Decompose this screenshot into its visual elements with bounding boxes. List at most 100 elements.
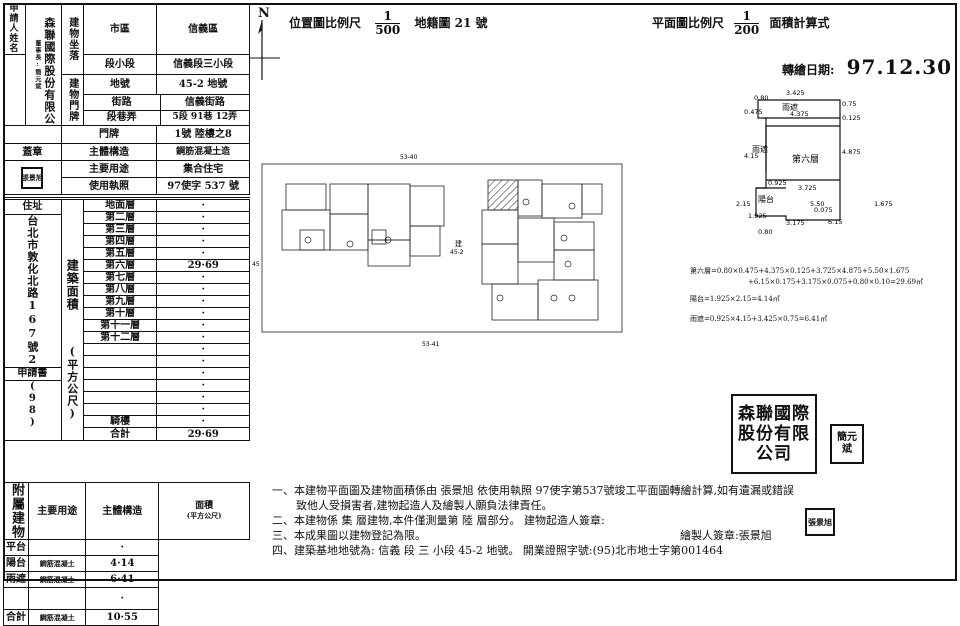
location-scale-num: 1 xyxy=(375,10,401,24)
calc-sixth-label: 第六層 xyxy=(690,267,711,275)
floor-name: 第六層 xyxy=(82,259,158,272)
floor-name: 第四層 xyxy=(82,235,158,248)
structure-value: 鋼筋混凝土造 xyxy=(156,143,250,161)
date-value: 97.12.30 xyxy=(846,55,953,79)
annex-usage-label: 主要用途 xyxy=(27,482,87,540)
total-label: 合計 xyxy=(82,427,158,441)
blank-floor-area: · xyxy=(156,355,250,368)
cadastral-label: 地籍圖 21 號 xyxy=(414,16,488,30)
blank-floor-name xyxy=(82,403,158,416)
usage-label: 主要用途 xyxy=(60,160,158,178)
floor-area: · xyxy=(156,319,250,332)
floor-name: 第十一層 xyxy=(82,319,158,332)
dim-inner-lower: 3.725 xyxy=(798,184,817,192)
blank-floor-name xyxy=(82,367,158,380)
floor-area: · xyxy=(156,211,250,224)
drafter-seal: 張景旭 xyxy=(805,508,835,536)
doorplate-label: 建物門牌 xyxy=(60,74,84,126)
location-label: 建物坐落 xyxy=(60,3,84,75)
application-label: 申請書 xyxy=(4,369,61,381)
north-arrow: N xyxy=(250,6,280,80)
calc-balcony: 陽台=1.925×2.15=4.14㎡ xyxy=(690,294,780,304)
note-line-1b: 致他人受損害者,建物起造人及繪製人願負法律責任。 xyxy=(296,499,553,512)
floor-area: · xyxy=(156,271,250,284)
area-label-cell: 建築面積(平方公尺) xyxy=(60,199,84,441)
blank-floor-name xyxy=(82,391,158,404)
drafter-seal-text: 張景旭 xyxy=(808,516,832,527)
applicant-label-spacer xyxy=(3,54,26,126)
application-no: (98) 信義建字第 40 號 xyxy=(27,381,38,440)
calc-balcony-label: 陽台 xyxy=(690,295,704,303)
area-label: 建築面積 xyxy=(65,259,80,311)
blank-floor-name xyxy=(82,379,158,392)
rep-seal: 簡元斌 xyxy=(830,424,864,464)
annex-structure: 鋼筋混凝土 xyxy=(27,555,87,572)
floor-area: · xyxy=(156,331,250,344)
structure-label: 主體構造 xyxy=(60,143,158,161)
registration-form-table: 申請人姓名 董事長:簡元斌 森聯國際股份有限公司 建物坐落 市區 信義區 段小段… xyxy=(3,3,251,198)
section-value: 信義段三小段 xyxy=(156,54,250,75)
annex-structure: 鋼筋混凝土 xyxy=(27,571,87,588)
plan-scale-num: 1 xyxy=(734,10,760,24)
site-plan-drawing: 53-40 53-41 45 建 45-2 xyxy=(252,154,623,348)
floor-name: 第八層 xyxy=(82,283,158,296)
note-line-4: 四、建築基地地號為: 信義 段 三 小段 45-2 地號。 開業證照字號:(95… xyxy=(272,544,724,557)
dim-bottom-small: 0.075 xyxy=(814,206,833,214)
dim-top-left: 0.80 xyxy=(754,94,768,102)
annex-usage xyxy=(3,587,29,610)
plan-scale-label: 平面圖比例尺 xyxy=(652,16,725,30)
lane-value: 5段 91巷 12弄 xyxy=(172,112,238,123)
annex-label: 附屬建物 xyxy=(3,482,29,540)
blank-floor-name xyxy=(82,343,158,356)
license-label: 使用執照 xyxy=(60,177,158,195)
rain-top-label: 雨遮 xyxy=(782,102,798,112)
floor-plan-drawing: 雨遮 雨遮 第六層 陽台 3.425 0.80 0.475 4.375 0.75… xyxy=(736,89,893,236)
total-value: 29·69 xyxy=(156,427,250,441)
spacer-row xyxy=(3,194,250,198)
company-seal-text: 森聯國際股份有限公司 xyxy=(738,404,810,464)
calc-sixth-floor-line2: +6.15×0.175+3.175×0.075+0.80×0.10=29.69㎡ xyxy=(748,278,923,286)
left-building-outline xyxy=(281,183,445,267)
dim-right-top: 0.75 xyxy=(842,100,856,108)
dim-bottom-left: 0.80 xyxy=(758,228,772,236)
dim-balcony-bottom: 1.925 xyxy=(748,212,767,220)
floor-area: · xyxy=(156,307,250,320)
annex-area: · xyxy=(85,587,160,610)
application-cell: 申請書(98) 信義建字第 40 號 xyxy=(3,367,62,441)
conversion-date: 轉繪日期: 97.12.30 xyxy=(782,55,952,79)
floor-area: · xyxy=(156,283,250,296)
seal-stamp: 張景旭 xyxy=(21,166,44,189)
applicant-label: 申請人姓名 xyxy=(3,3,26,55)
blank-floor-area: · xyxy=(156,391,250,404)
location-scale-den: 500 xyxy=(375,23,401,37)
address-label: 住址 xyxy=(4,201,61,215)
location-scale-label: 位置圖比例尺 xyxy=(289,16,362,30)
company-seal: 森聯國際股份有限公司 xyxy=(731,394,817,474)
annex-usage: 合計 xyxy=(3,609,29,626)
annex-area: 4·14 xyxy=(85,555,160,572)
dim-bottom-mid: 5.50 xyxy=(810,200,824,208)
blank-floor-area: · xyxy=(156,403,250,416)
parcel-bottom-label: 53-41 xyxy=(422,341,440,348)
blank-floor-area: · xyxy=(156,367,250,380)
applicant-rep: 董事長:簡元斌 xyxy=(33,39,41,90)
floor-area: 29·69 xyxy=(156,259,250,272)
dim-left-upper: 0.475 xyxy=(744,108,763,116)
district-value: 信義區 xyxy=(156,3,250,55)
street-label: 街路 xyxy=(84,95,161,111)
floor-name: 地面層 xyxy=(82,199,158,212)
floor-name: 第十二層 xyxy=(82,331,158,344)
calc-balcony-formula: =1.925×2.15=4.14㎡ xyxy=(704,295,780,303)
north-arrow-icon xyxy=(250,20,280,80)
annex-usage: 雨遮 xyxy=(3,571,29,588)
blank-floor-area: · xyxy=(156,343,250,356)
building-label: 建 xyxy=(455,239,462,248)
right-building-outline xyxy=(481,179,603,321)
district-label: 市區 xyxy=(82,3,158,55)
balcony-label: 陽台 xyxy=(758,194,774,204)
applicant-cell: 董事長:簡元斌 森聯國際股份有限公司 xyxy=(24,3,62,126)
